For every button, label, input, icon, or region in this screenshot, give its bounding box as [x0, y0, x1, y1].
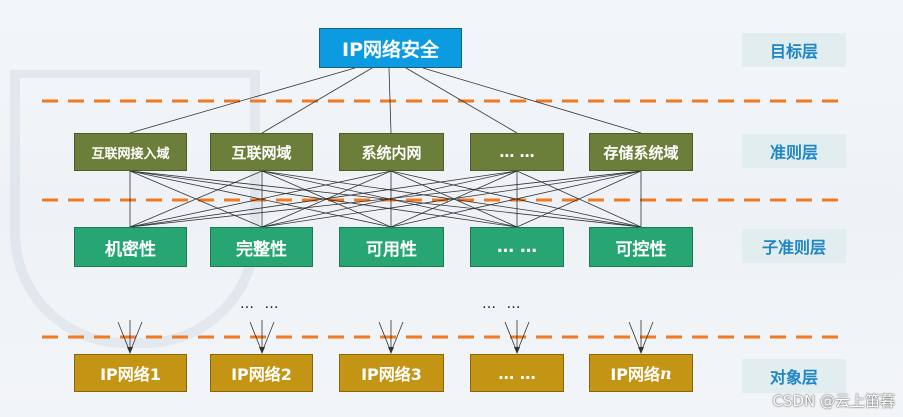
layer-label-criteria: 准则层 [742, 134, 846, 168]
layer-label-goal: 目标层 [742, 33, 846, 67]
object-label-ip-network: IP网络 [610, 365, 661, 384]
layer-label-sub-criteria: 子准则层 [742, 229, 846, 263]
object-arrowhead-1 [127, 347, 133, 354]
goal-to-criteria-line-4 [405, 67, 518, 134]
criteria-box-ellipsis: … … [470, 133, 564, 171]
sub-criteria-box-integrity: 完整性 [210, 227, 313, 267]
criteria-to-sub-line-4-1 [129, 170, 518, 228]
criteria-box-system-intranet: 系统内网 [339, 133, 444, 171]
sub-criteria-box-ellipsis: … … [470, 227, 564, 267]
criteria-box-internet-access-domain: 互联网接入域 [74, 133, 187, 171]
criteria-to-sub-line-3-2 [261, 170, 392, 228]
layer-label-object: 对象层 [742, 359, 846, 393]
goal-to-criteria-line-2 [261, 67, 373, 134]
goal-to-criteria-line-5 [422, 67, 642, 134]
criteria-box-storage-system-domain: 存储系统域 [589, 133, 693, 171]
criteria-to-sub-line-5-1 [129, 170, 642, 228]
object-label-n-suffix: n [660, 363, 672, 383]
ellipsis-dots-left: … … [240, 296, 282, 312]
criteria-to-sub-line-2-1 [129, 170, 263, 228]
goal-box: IP网络安全 [319, 28, 462, 68]
object-arrowhead-3 [388, 347, 394, 354]
sub-criteria-box-controllability: 可控性 [589, 227, 693, 267]
criteria-to-sub-line-4-2 [261, 170, 518, 228]
object-box-ip-network-1: IP网络1 [74, 354, 187, 392]
criteria-to-sub-line-5-2 [261, 170, 642, 228]
criteria-box-internet-domain: 互联网域 [210, 133, 313, 171]
object-arrowhead-5 [638, 347, 644, 354]
watermark-text: CSDN @云上笛暮 [772, 392, 895, 410]
object-arrowhead-2 [259, 347, 265, 354]
ellipsis-dots-right: … … [482, 296, 524, 312]
goal-to-criteria-line-3 [388, 67, 392, 134]
criteria-to-sub-line-5-4 [516, 170, 642, 228]
goal-to-criteria-line-1 [129, 67, 356, 134]
object-box-ellipsis: … … [470, 354, 564, 392]
criteria-to-sub-line-5-3 [390, 170, 642, 228]
criteria-to-sub-line-3-1 [129, 170, 392, 228]
sub-criteria-box-availability: 可用性 [339, 227, 444, 267]
object-arrowhead-4 [514, 347, 520, 354]
object-box-ip-network-3: IP网络3 [339, 354, 444, 392]
sub-criteria-box-confidentiality: 机密性 [74, 227, 187, 267]
object-box-ip-network-2: IP网络2 [210, 354, 313, 392]
